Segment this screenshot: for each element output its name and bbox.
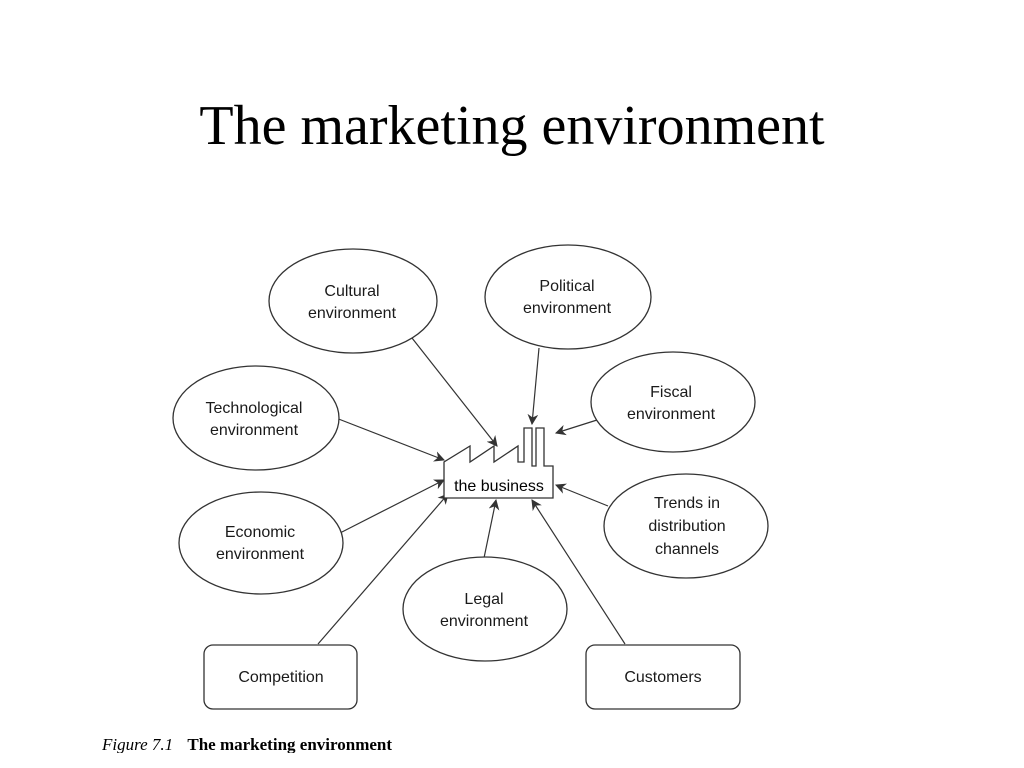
node-customers-label: Customers <box>624 669 701 686</box>
figure-title: The marketing environment <box>187 735 393 753</box>
node-trends-line-2: distribution <box>648 518 725 535</box>
business-factory: the business <box>443 427 554 499</box>
arrow-fiscal-to-business <box>554 419 598 436</box>
factory-icon <box>443 427 554 499</box>
arrow-technological-to-business <box>335 417 446 462</box>
arrow-political-to-business <box>527 347 540 426</box>
figure-number: Figure 7.1 <box>102 735 174 753</box>
node-fiscal-environment: Fiscal environment <box>590 351 756 453</box>
node-cultural-line-2: environment <box>308 305 397 322</box>
arrow-cultural-to-business <box>411 337 498 447</box>
business-label: the business <box>454 478 544 495</box>
node-fiscal-line-2: environment <box>627 406 716 423</box>
node-cultural-line-1: Cultural <box>324 283 379 300</box>
node-technological-line-2: environment <box>210 422 299 439</box>
node-customers: Customers <box>585 644 741 710</box>
arrow-legal-to-business <box>483 498 500 559</box>
node-economic-line-2: environment <box>216 546 305 563</box>
arrow-competition-to-business <box>317 493 449 645</box>
node-trends-line-1: Trends in <box>654 495 720 512</box>
node-political-environment: Political environment <box>484 244 652 350</box>
figure-caption: Figure 7.1 The marketing environment <box>102 735 392 753</box>
node-competition: Competition <box>203 644 358 710</box>
node-economic-line-1: Economic <box>225 524 295 541</box>
node-legal-environment: Legal environment <box>402 556 568 662</box>
node-political-line-1: Political <box>539 278 594 295</box>
node-cultural-environment: Cultural environment <box>268 248 438 354</box>
arrow-trends-to-business <box>554 483 609 507</box>
node-legal-line-2: environment <box>440 613 529 630</box>
node-competition-label: Competition <box>238 669 323 686</box>
node-political-line-2: environment <box>523 300 612 317</box>
node-technological-line-1: Technological <box>206 400 303 417</box>
node-technological-environment: Technological environment <box>172 365 340 471</box>
arrow-customers-to-business <box>531 499 626 645</box>
node-trends-in-distribution-channels: Trends in distribution channels <box>603 473 769 579</box>
arrow-economic-to-business <box>339 479 445 534</box>
node-economic-environment: Economic environment <box>178 491 344 595</box>
node-fiscal-line-1: Fiscal <box>650 384 692 401</box>
node-trends-line-3: channels <box>655 541 719 558</box>
node-legal-line-1: Legal <box>464 591 503 608</box>
slide-title: The marketing environment <box>199 95 825 157</box>
